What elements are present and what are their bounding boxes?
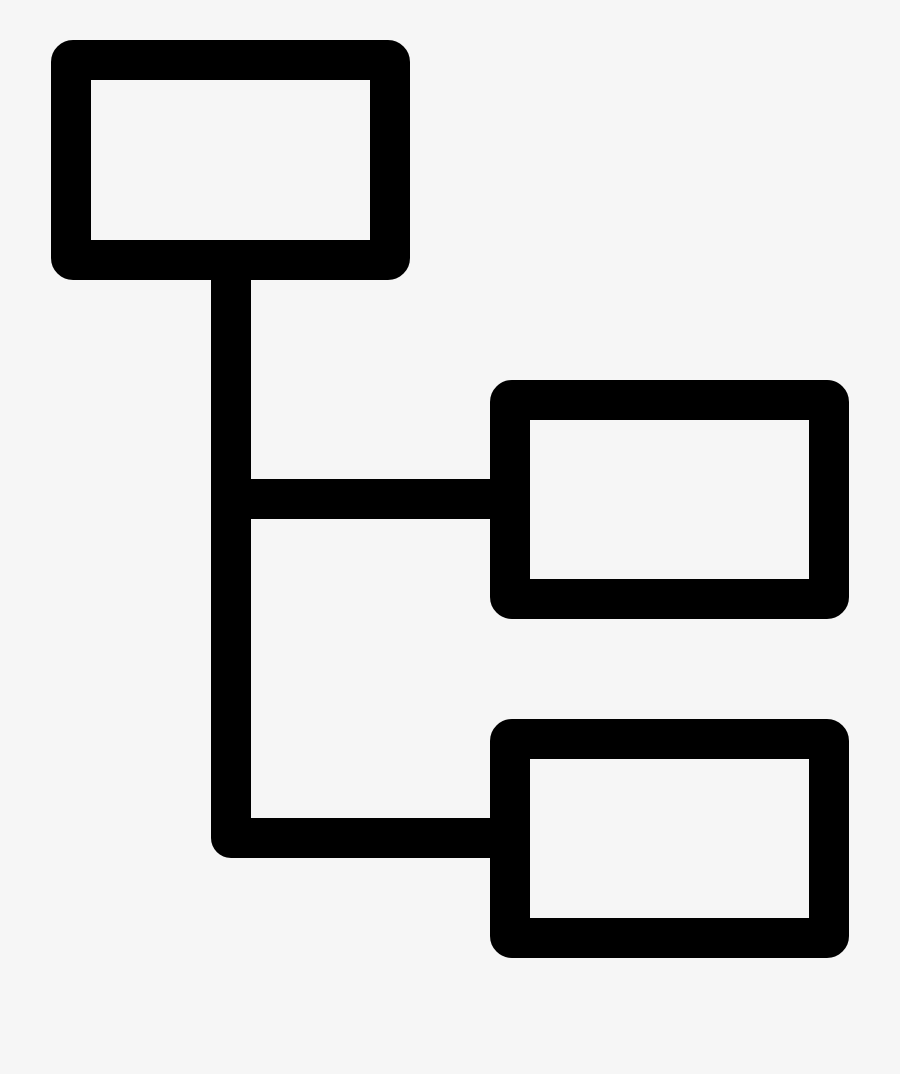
connector-lines bbox=[211, 240, 530, 858]
child-node-box-1 bbox=[490, 380, 849, 619]
root-node-box bbox=[51, 40, 410, 280]
node-boxes bbox=[51, 40, 849, 958]
child-node-box-2 bbox=[490, 719, 849, 958]
trunk-line bbox=[211, 240, 530, 858]
